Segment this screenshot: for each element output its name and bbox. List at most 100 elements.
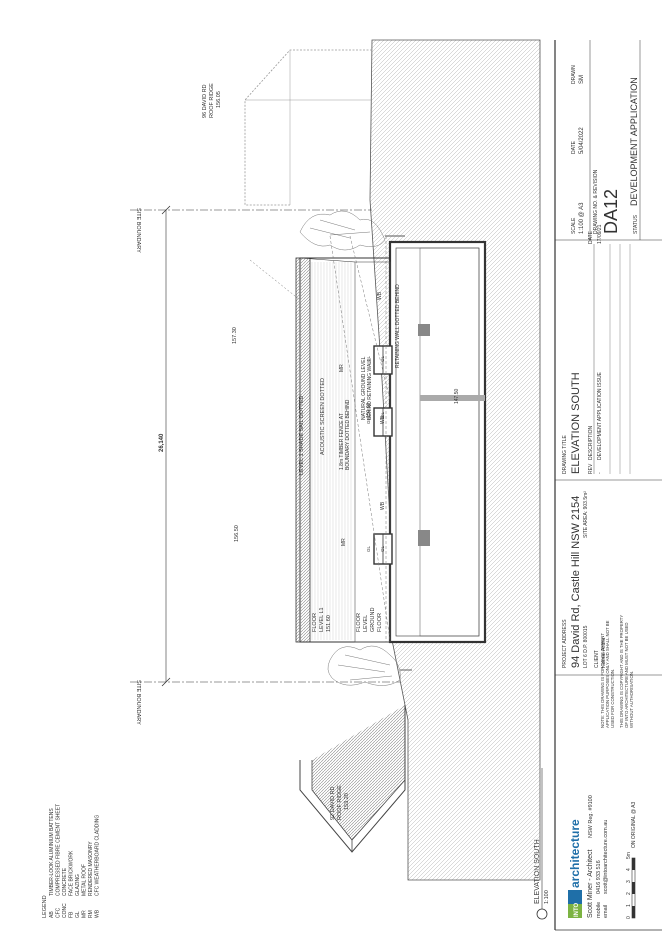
legend-code: CONC (62, 903, 68, 918)
sheet-meta: SCALE 1:100 @ A3 DATE 5/04/2022 DRAWN SM… (571, 65, 639, 234)
drawing-notes: NOTE: THIS DRAWING IS FOR DEVELOPMENT AP… (600, 615, 634, 728)
svg-text:PROJECT ADDRESS: PROJECT ADDRESS (562, 619, 568, 668)
neighbour-house-left (299, 705, 406, 853)
site-boundary-left: SITE BOUNDARY (130, 680, 400, 725)
svg-text:LOT 6 D.P. 800015: LOT 6 D.P. 800015 (583, 625, 589, 668)
svg-text:MR: MR (339, 364, 345, 372)
legend-desc: COMPRESSED FIBRE CEMENT SHEET (56, 804, 62, 896)
tree-right (299, 210, 405, 251)
svg-text:LEVEL: LEVEL (363, 615, 369, 632)
svg-text:DATE: DATE (588, 230, 594, 244)
client-name: Kamal Ardra (601, 637, 607, 668)
company-block: INTO architecture Scott Miner - Architec… (568, 795, 609, 918)
legend-code: FB (69, 911, 75, 918)
svg-text:GL: GL (380, 355, 385, 362)
architect-name: Scott Miner - Architect (587, 849, 594, 918)
svg-text:GL: GL (366, 355, 371, 362)
legend-desc: GLAZING (75, 874, 81, 896)
svg-text:GL: GL (380, 411, 385, 418)
sheet-drawn: SM (579, 75, 585, 84)
svg-text:WB: WB (377, 291, 383, 300)
svg-text:BEHIND RETAINING WALL: BEHIND RETAINING WALL (367, 358, 373, 420)
sheet-date: 5/04/2022 (579, 127, 585, 154)
tree-left (327, 645, 412, 686)
site-boundary-right: SITE BOUNDARY (130, 208, 372, 253)
svg-text:MR: MR (341, 538, 347, 546)
logo-text: architecture (568, 819, 582, 888)
svg-text:CLIENT: CLIENT (594, 650, 600, 668)
overall-dimension: 26,140 (159, 205, 171, 687)
drawing-annotations: FLOOR LEVEL L1 151.60 FLOOR LEVEL GROUND… (232, 284, 460, 632)
svg-text:156.50: 156.50 (234, 525, 240, 542)
legend-desc: METAL ROOF (82, 864, 88, 896)
svg-text:DRAWN: DRAWN (571, 65, 577, 84)
svg-text:150.60: 150.60 (366, 402, 372, 418)
architect-mobile: 0416 933 516 (596, 860, 602, 894)
legend-code: AB (49, 911, 55, 918)
neighbour-house-right (244, 49, 372, 206)
revision-description: DEVELOPMENT APPLICATION ISSUE (597, 371, 603, 460)
svg-text:ROOF RIDGE: ROOF RIDGE (209, 83, 215, 118)
drawing-title-block: DRAWING TITLE ELEVATION SOUTH REV DESCRI… (562, 224, 631, 474)
legend-code: WB (95, 909, 101, 918)
legend-desc: CONCRETE (62, 867, 68, 896)
svg-text:STATUS: STATUS (633, 214, 639, 234)
revision-date: 17/09/21 (597, 224, 603, 244)
revision-rev: - (597, 472, 603, 474)
neighbour-right-label: 96 DAVID RD ROOF RIDGE 156.05 (202, 83, 222, 118)
svg-text:OF INTO ARCHITECTURE AND MUST: OF INTO ARCHITECTURE AND MUST NOT BE USE… (624, 622, 629, 728)
svg-text:SITE AREA: 903.5m²: SITE AREA: 903.5m² (583, 491, 589, 538)
scale-tick: 1 (626, 904, 632, 907)
svg-text:GL: GL (380, 545, 385, 552)
drawing-number: DA12 (601, 189, 621, 234)
legend-code: CFC (56, 907, 62, 918)
svg-text:LEVEL L1: LEVEL L1 (319, 607, 325, 632)
rev-date-header: DATE (588, 230, 594, 244)
svg-text:THIS DRAWING IS COPYRIGHT AND: THIS DRAWING IS COPYRIGHT AND IS THE PRO… (619, 615, 624, 728)
svg-text:NATURAL GROUND LEVEL: NATURAL GROUND LEVEL (361, 356, 367, 420)
title-block (554, 40, 662, 931)
building-section (249, 235, 487, 644)
architect-reg: NSW Reg. #9100 (588, 795, 594, 838)
legend-code: MR (82, 910, 88, 918)
svg-text:REV: REV (588, 463, 594, 474)
drawing-title: ELEVATION SOUTH (570, 372, 582, 474)
svg-text:FLOOR: FLOOR (312, 613, 318, 632)
svg-text:DATE: DATE (571, 140, 577, 154)
svg-text:ROOF RIDGE: ROOF RIDGE (337, 785, 343, 820)
svg-text:DESCRIPTION: DESCRIPTION (588, 425, 594, 460)
svg-text:GROUND: GROUND (370, 608, 376, 632)
svg-text:GL: GL (366, 417, 371, 424)
svg-text:SITE BOUNDARY: SITE BOUNDARY (135, 680, 141, 725)
svg-text:WITHOUT AUTHORISATION.: WITHOUT AUTHORISATION. (629, 671, 634, 728)
sheet-status: DEVELOPMENT APPLICATION (629, 77, 639, 206)
scale-tick: 5m (626, 852, 632, 859)
svg-text:96 DAVID RD: 96 DAVID RD (202, 84, 208, 118)
scale-tick: 2 (626, 892, 632, 895)
svg-text:147.50: 147.50 (454, 388, 460, 404)
svg-text:FLOOR: FLOOR (356, 613, 362, 632)
elevation-scale: 1:100 (544, 890, 550, 904)
svg-text:APPLICATION PURPOSES ONLY AND: APPLICATION PURPOSES ONLY AND SHALL NOT … (605, 620, 610, 728)
svg-text:USED FOR CONSTRUCTION.: USED FOR CONSTRUCTION. (610, 669, 615, 728)
project-info: PROJECT ADDRESS 94 David Rd, Castle Hill… (562, 491, 607, 668)
svg-text:ACOUSTIC SCREEN DOTTED: ACOUSTIC SCREEN DOTTED (320, 378, 326, 455)
neighbour-left-label: 92 DAVID RD ROOF RIDGE 153.20 (330, 785, 350, 820)
legend-desc: CFC WEATHERBOARD CLADDING (95, 815, 101, 896)
svg-text:SITE BOUNDARY: SITE BOUNDARY (135, 208, 141, 253)
legend-code: RM (88, 910, 94, 918)
svg-text:NOTE: THIS DRAWING IS FOR DEVE: NOTE: THIS DRAWING IS FOR DEVELOPMENT (600, 633, 605, 728)
dimension-text: 26,140 (159, 433, 165, 452)
svg-text:email: email (603, 905, 609, 918)
svg-text:151.60: 151.60 (326, 615, 332, 632)
svg-text:SCALE: SCALE (571, 217, 577, 234)
logo-icon (568, 904, 582, 918)
scale-tick: 4 (626, 868, 632, 871)
architect-email: scott@intoarchitecture.com.au (603, 820, 609, 894)
svg-text:DRAWING NO. & REVISION: DRAWING NO. & REVISION (593, 169, 599, 234)
logo-prefix: INTO (574, 902, 580, 917)
svg-text:153.20: 153.20 (344, 793, 350, 810)
